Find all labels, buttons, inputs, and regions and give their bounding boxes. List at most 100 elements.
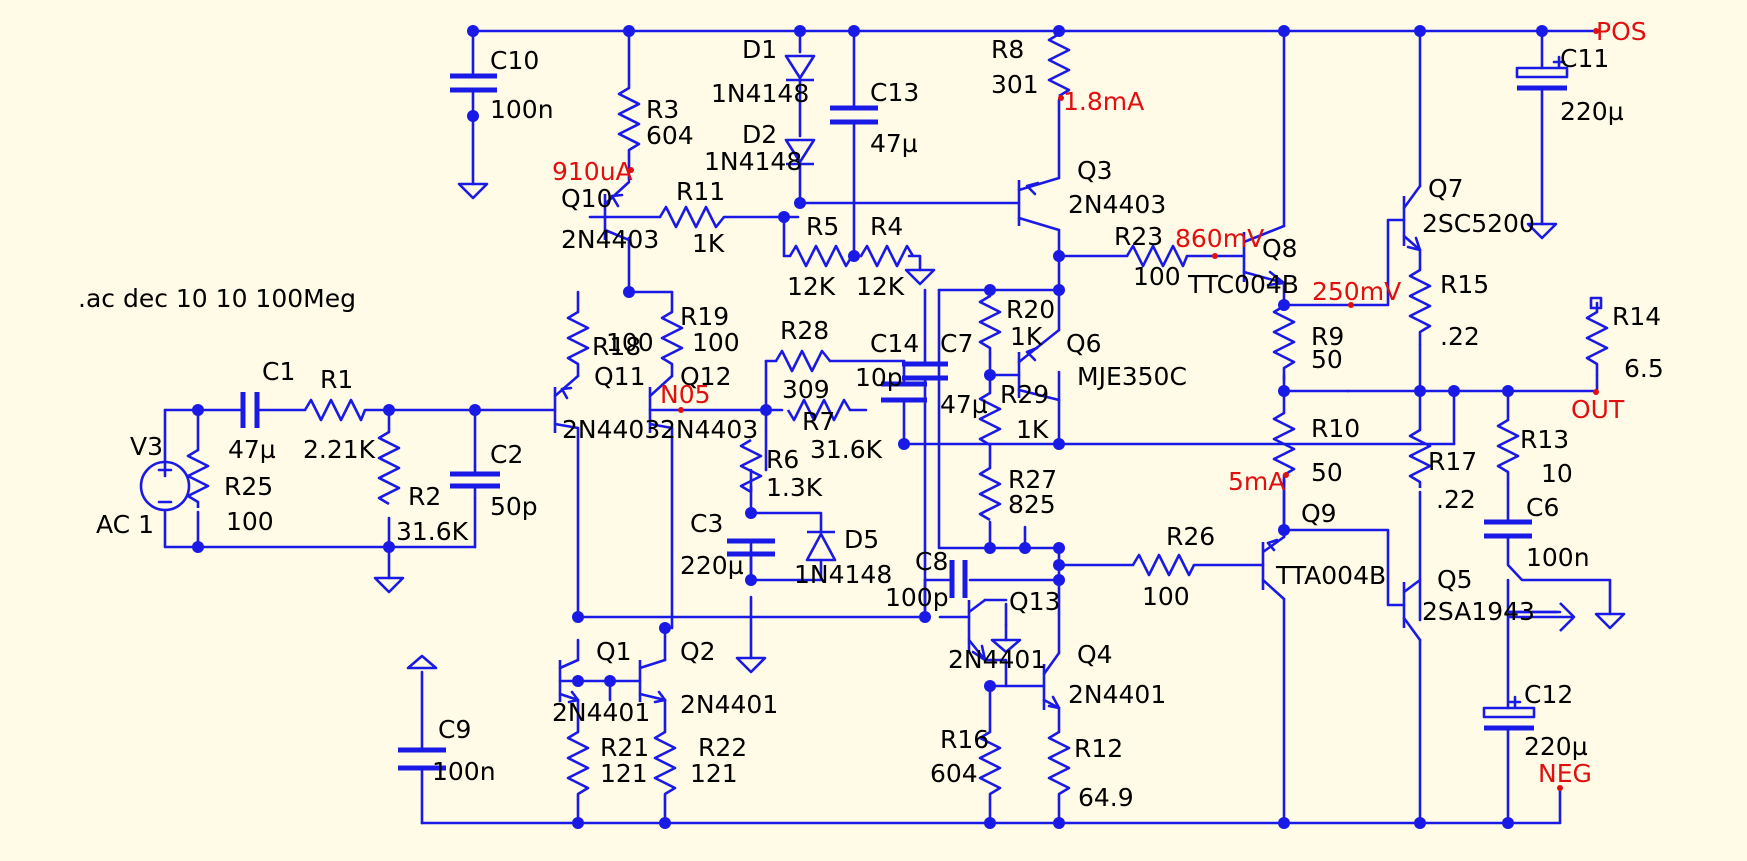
label-c10-value: 100n [490, 95, 554, 124]
transistor-q13 [967, 598, 987, 662]
label-r1-ref: R1 [320, 365, 353, 394]
capacitor-c6 [1484, 519, 1532, 539]
probe-r10-current: 5mA [1228, 467, 1285, 496]
label-r20-value: 1K [1010, 322, 1043, 351]
label-r23-value: 100 [1133, 262, 1181, 291]
label-c2-ref: C2 [490, 440, 523, 469]
label-r28-ref: R28 [780, 316, 829, 345]
resistor-r15 [1408, 268, 1432, 345]
label-q1-value: 2N4401 [552, 698, 650, 727]
label-r27-value: 825 [1008, 490, 1056, 519]
resistor-r20 [978, 294, 1002, 354]
label-r19-value: 100 [692, 328, 740, 357]
label-c11-value: 220µ [1560, 97, 1624, 126]
label-r3-value: 604 [646, 121, 694, 150]
label-r16-ref: R16 [940, 725, 989, 754]
labels: .ac dec 10 10 100Meg V3 AC 1 C1 47µ R1 2… [78, 17, 1664, 812]
resistor-r13 [1496, 418, 1520, 484]
resistor-r23 [1125, 244, 1189, 268]
resistor-r1 [303, 398, 367, 422]
label-r1-value: 2.21K [303, 435, 376, 464]
resistor-r28 [774, 349, 832, 373]
label-r5-ref: R5 [806, 212, 839, 241]
resistor-r3 [617, 86, 641, 156]
label-r18-ref: R18 [592, 332, 641, 361]
label-r29-ref: R29 [1000, 380, 1049, 409]
label-q7-value: 2SC5200 [1422, 209, 1535, 238]
resistor-r7 [786, 398, 852, 422]
label-r27-ref: R27 [1008, 465, 1057, 494]
label-r9-ref: R9 [1311, 322, 1344, 351]
transistor-q5 [1402, 578, 1422, 642]
ground-c3 [735, 656, 767, 674]
label-c13-ref: C13 [870, 78, 919, 107]
capacitor-c13 [830, 105, 878, 125]
probe-r23-voltage: 860mV [1175, 224, 1264, 253]
capacitor-c9 [398, 747, 446, 771]
label-v3-value: AC 1 [96, 510, 154, 539]
transistor-q4 [1042, 651, 1061, 710]
label-c1-ref: C1 [262, 357, 295, 386]
label-q6-ref: Q6 [1066, 329, 1102, 358]
label-r8-ref: R8 [991, 35, 1024, 64]
transistor-q8 [1242, 224, 1286, 287]
probe-r3-current: 910uA [552, 157, 633, 186]
label-c9-ref: C9 [438, 715, 471, 744]
label-c1-value: 47µ [228, 435, 276, 464]
label-c12-value: 220µ [1524, 732, 1588, 761]
label-c12-ref: C12 [1524, 680, 1573, 709]
label-q4-ref: Q4 [1077, 640, 1113, 669]
label-r10-value: 50 [1311, 458, 1343, 487]
ground-r2 [373, 576, 405, 594]
label-r6-value: 1.3K [766, 473, 823, 502]
transistor-q11 [553, 374, 580, 433]
resistor-r19 [660, 310, 684, 368]
label-r2-value: 31.6K [396, 517, 469, 546]
resistor-r12 [1047, 730, 1071, 800]
resistor-r16 [978, 730, 1002, 800]
ground-symbols [373, 182, 1626, 674]
label-c13-value: 47µ [870, 129, 918, 158]
resistor-r14 [1585, 310, 1609, 376]
label-q8-ref: Q8 [1262, 234, 1298, 263]
label-q13-value: 2N4401 [948, 645, 1046, 674]
label-r12-value: 64.9 [1078, 783, 1134, 812]
transistor-q10 [588, 180, 631, 242]
resistor-r8 [1047, 32, 1071, 98]
label-q1-ref: Q1 [596, 637, 632, 666]
resistor-r21 [566, 730, 590, 800]
label-r7-ref: R7 [802, 407, 835, 436]
probe-dots [628, 28, 1599, 791]
capacitor-c8 [949, 560, 968, 598]
label-r18-value: 100 [606, 328, 654, 357]
ground-r4 [904, 268, 936, 286]
resistor-r2 [377, 430, 401, 506]
supply-arrow-c9 [406, 654, 438, 670]
label-r25-ref: R25 [224, 472, 273, 501]
label-r14-value: 6.5 [1624, 354, 1664, 383]
label-q7-ref: Q7 [1428, 174, 1464, 203]
diode-d2 [784, 138, 816, 166]
capacitor-c11 [1515, 55, 1569, 91]
label-q10-ref: Q10 [561, 184, 613, 213]
transistor-q12 [648, 374, 674, 433]
capacitor-c14 [881, 381, 927, 403]
resistor-r5 [788, 244, 854, 268]
label-d5-ref: D5 [844, 525, 879, 554]
label-r29-value: 1K [1016, 415, 1049, 444]
label-v3-ref: V3 [130, 432, 163, 461]
label-r15-ref: R15 [1440, 270, 1489, 299]
label-r5-value: 12K [787, 272, 836, 301]
label-q6-value: MJE350C [1077, 362, 1187, 391]
label-q5-value: 2SA1943 [1422, 597, 1535, 626]
label-r26-value: 100 [1142, 582, 1190, 611]
label-d5-value: 1N4148 [794, 560, 892, 589]
label-c9-value: 100n [432, 757, 496, 786]
label-r10-ref: R10 [1311, 414, 1360, 443]
transistor-q7 [1402, 184, 1422, 252]
label-c6-value: 100n [1526, 543, 1590, 572]
label-r4-ref: R4 [870, 212, 903, 241]
label-r21-ref: R21 [600, 733, 649, 762]
label-q11-ref: Q11 [594, 362, 646, 391]
label-q2-ref: Q2 [680, 637, 716, 666]
